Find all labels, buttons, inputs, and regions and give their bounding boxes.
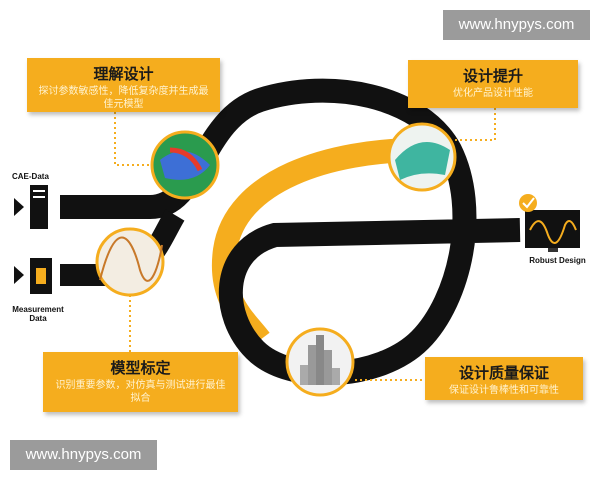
step-title: 设计提升 [462, 67, 523, 85]
step-desc: 识别重要参数，对仿真与测试进行最佳拟合 [55, 380, 226, 404]
watermark-top: www.hnypys.com [443, 10, 590, 40]
cae-data-label: CAE-Data [12, 172, 49, 181]
step-understand-design: 理解设计 探讨参数敏感性，降低复杂度并生成最佳元模型 [27, 58, 220, 112]
step-title: 设计质量保证 [458, 364, 549, 382]
step-desc: 优化产品设计性能 [453, 88, 533, 99]
calibration-curve-circle [95, 227, 165, 297]
step-model-calibration: 模型标定 识别重要参数，对仿真与测试进行最佳拟合 [43, 352, 238, 412]
measurement-data-icon [14, 258, 52, 294]
step-design-improvement: 设计提升 优化产品设计性能 [408, 60, 578, 108]
sensitivity-plot-circle [150, 130, 220, 200]
step-title: 模型标定 [110, 359, 171, 377]
measurement-data-label: Measurement Data [12, 305, 64, 323]
dotted-connectors [114, 108, 496, 381]
black-flow-band [60, 78, 521, 386]
step-title: 理解设计 [93, 65, 154, 83]
histogram-circle [285, 327, 355, 397]
step-quality-assurance: 设计质量保证 保证设计鲁棒性和可靠性 [425, 357, 583, 400]
optimization-surface-circle [387, 122, 457, 192]
robust-design-label: Robust Design [529, 256, 586, 265]
robust-design-monitor-icon [519, 194, 580, 252]
watermark-bottom: www.hnypys.com [10, 440, 157, 470]
cae-data-icon [14, 185, 48, 229]
step-desc: 探讨参数敏感性，降低复杂度并生成最佳元模型 [38, 86, 209, 110]
step-desc: 保证设计鲁棒性和可靠性 [449, 385, 559, 396]
